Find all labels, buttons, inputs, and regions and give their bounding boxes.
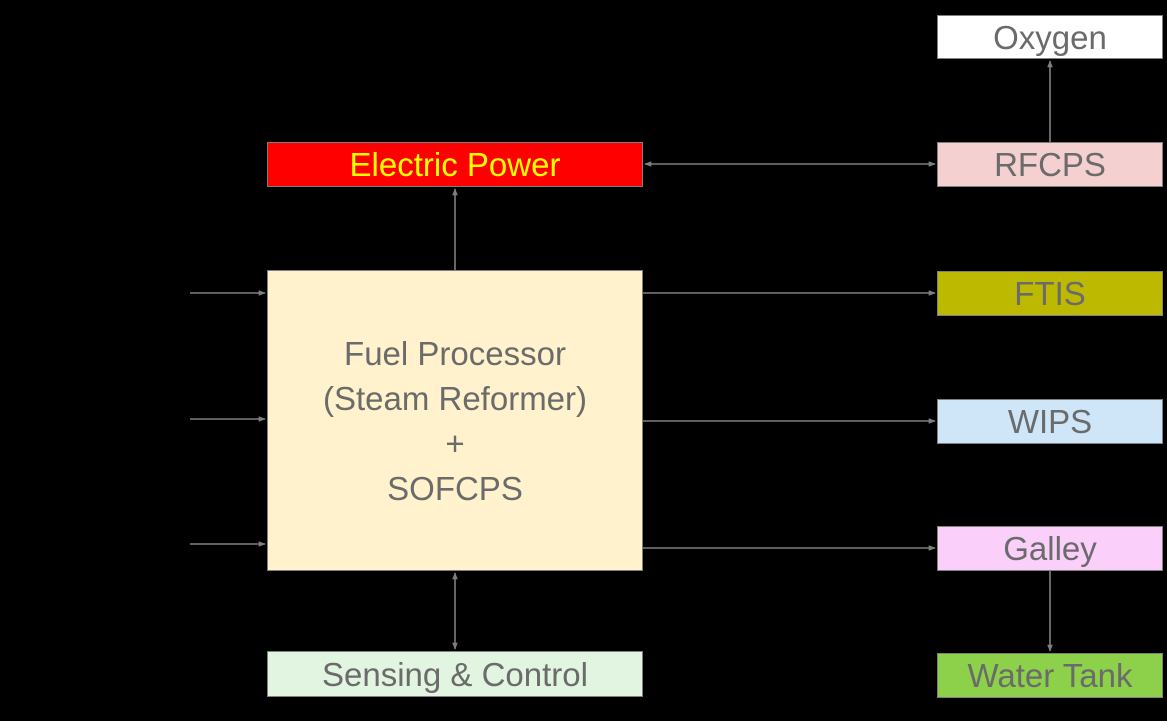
- rfcps-node: RFCPS: [937, 142, 1163, 187]
- electric-power-node: Electric Power: [267, 142, 643, 187]
- galley-node: Galley: [937, 526, 1163, 571]
- water-tank-node: Water Tank: [937, 653, 1163, 698]
- rfcps-label: RFCPS: [994, 146, 1106, 183]
- galley-label: Galley: [1003, 530, 1097, 567]
- fuel-processor-node: Fuel Processor (Steam Reformer) + SOFCPS: [267, 270, 643, 571]
- sensing-control-node: Sensing & Control: [267, 651, 643, 697]
- wips-label: WIPS: [1007, 403, 1093, 440]
- ftis-label: FTIS: [1014, 275, 1086, 312]
- wips-node: WIPS: [937, 399, 1163, 444]
- fuel-processor-line-3: +: [445, 424, 465, 462]
- ftis-node: FTIS: [937, 271, 1163, 316]
- fuel-processor-line-4: SOFCPS: [387, 469, 523, 507]
- fuel-processor-line-2: (Steam Reformer): [322, 379, 588, 417]
- sensing-control-label: Sensing & Control: [322, 655, 588, 693]
- water-tank-label: Water Tank: [967, 657, 1133, 694]
- fuel-processor-line-1: Fuel Processor: [344, 334, 566, 372]
- oxygen-node: Oxygen: [937, 15, 1163, 59]
- electric-power-label: Electric Power: [349, 146, 561, 183]
- oxygen-label: Oxygen: [993, 18, 1107, 56]
